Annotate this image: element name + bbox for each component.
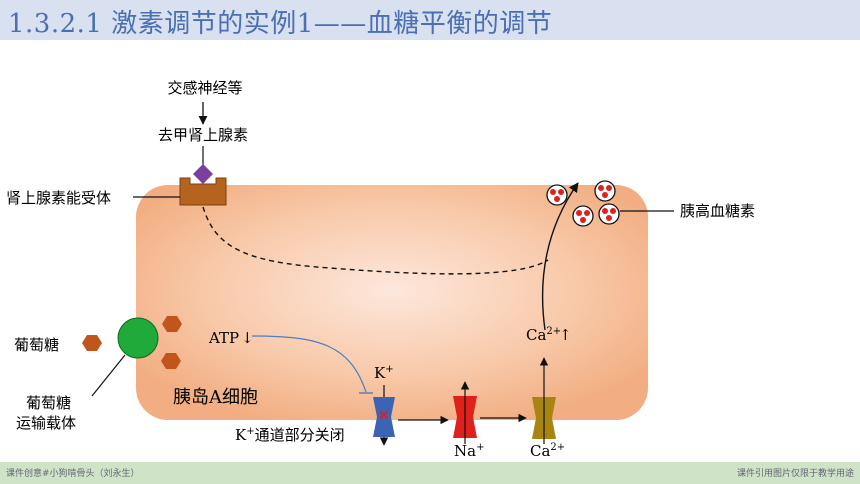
k-ion-label: K+: [374, 364, 394, 382]
islet-a-cell: [136, 185, 648, 420]
secretion-arrow: [541, 182, 579, 331]
atp-label: ATP: [208, 329, 239, 347]
glucose-hexagon-3: [161, 353, 181, 369]
cell-name-label: 胰岛A细胞: [173, 387, 258, 408]
na-ion-label: Na+: [454, 442, 484, 460]
transporter-label-line2: 运输载体: [16, 414, 76, 432]
k-channel-block-icon: ✕: [378, 408, 390, 424]
glucose-hexagon-2: [82, 335, 102, 351]
ca-rise-arrow: ↑: [559, 326, 572, 344]
atp-down-arrow: ↓: [241, 329, 254, 347]
page-title: 1.3.2.1 激素调节的实例1——血糖平衡的调节: [8, 9, 553, 39]
glucose-label: 葡萄糖: [14, 336, 59, 354]
footer-credit: 课件创意#小狗啃骨头（刘永生）: [6, 469, 140, 479]
glucagon-granule-4: [598, 203, 620, 225]
adrenal-receptor: [179, 177, 227, 206]
transporter-label-line1: 葡萄糖: [26, 394, 71, 412]
glucose-transporter: [117, 317, 159, 359]
transporter-pointer: [91, 354, 126, 397]
k-channel-closed-label: K+通道部分关闭: [235, 426, 345, 444]
glucagon-granule-1: [546, 184, 568, 206]
diagram-canvas: 交感神经等 去甲肾上腺素 肾上腺素能受体 胰高血糖素 葡萄糖 葡萄糖 运输载体 …: [6, 79, 755, 460]
sympathetic-label: 交感神经等: [167, 79, 242, 97]
diagram: 交感神经等 去甲肾上腺素 肾上腺素能受体 胰高血糖素 葡萄糖 葡萄糖 运输载体 …: [0, 40, 860, 462]
atp-inhibition-curve: [251, 335, 367, 393]
ca-intracellular-label: Ca2+: [526, 326, 561, 344]
glucose-hexagon-1: [162, 316, 182, 332]
header-bar: 1.3.2.1 激素调节的实例1——血糖平衡的调节: [0, 0, 860, 40]
ca-ion-label: Ca2+: [530, 442, 565, 460]
adrenal-receptor-label: 肾上腺素能受体: [6, 189, 111, 207]
k-channel: [373, 397, 395, 437]
glucagon-granule-2: [594, 180, 616, 202]
norepinephrine-molecule: [193, 164, 213, 184]
glucagon-granule-3: [572, 205, 594, 227]
signal-dashed-path: [202, 206, 549, 275]
norepinephrine-label: 去甲肾上腺素: [158, 126, 248, 144]
footer-usage-note: 课件引用图片仅限于教学用途: [736, 469, 854, 479]
glucagon-label: 胰高血糖素: [680, 202, 755, 220]
footer-bar: 课件创意#小狗啃骨头（刘永生） 课件引用图片仅限于教学用途: [0, 462, 860, 484]
